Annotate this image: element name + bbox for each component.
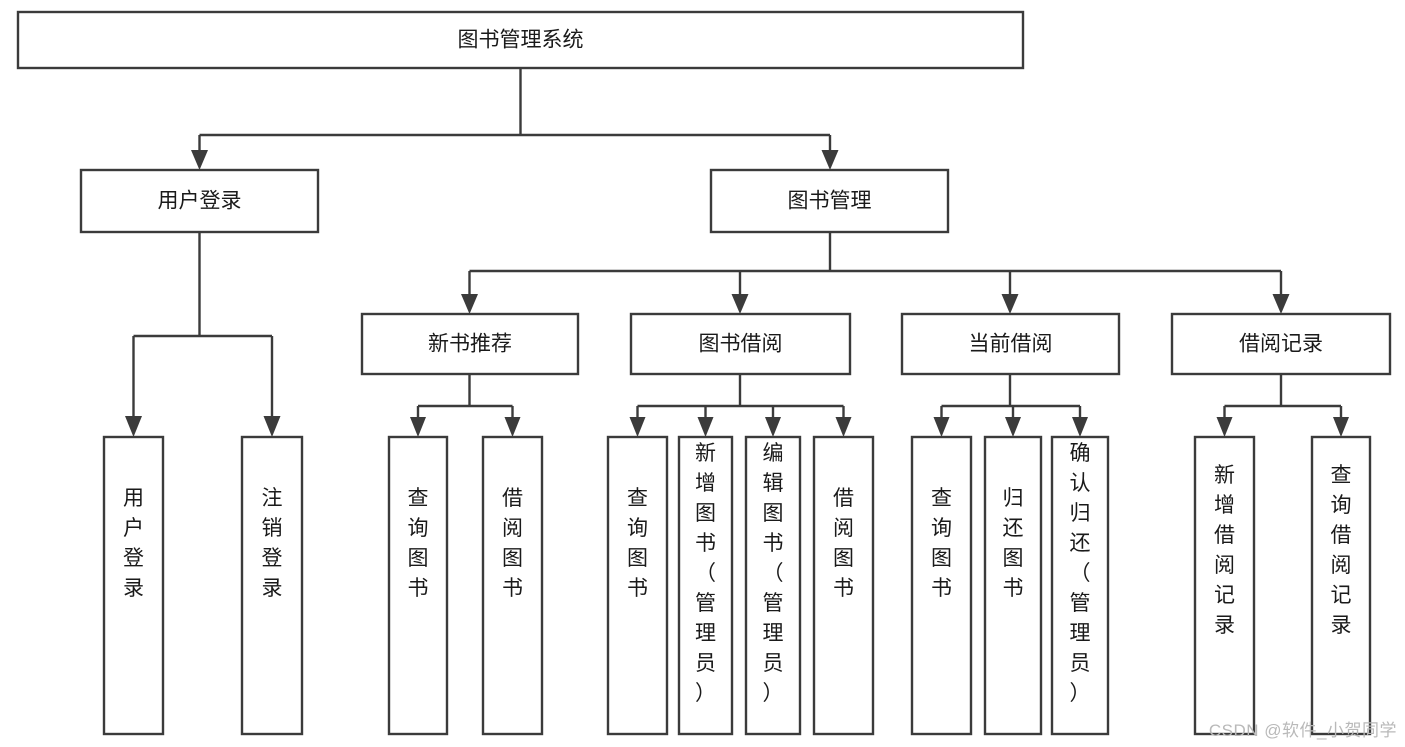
node-leaf-user-login-box <box>102 435 165 736</box>
arrow-icon-user-login <box>191 150 208 170</box>
node-leaf-query-book-rec[interactable]: 查询图书 <box>387 435 449 736</box>
arrow-icon-leaf-borrow-book-borrow <box>835 417 852 437</box>
node-leaf-return-book-label: 归还图书 <box>1003 487 1024 600</box>
node-leaf-query-book-borrow-label: 查询图书 <box>627 487 648 600</box>
node-leaf-borrow-book-rec-box <box>481 435 544 736</box>
node-user-login[interactable]: 用户登录 <box>79 168 320 234</box>
node-leaf-query-book-cur-box <box>910 435 973 736</box>
node-leaf-user-logout-box <box>240 435 304 736</box>
node-borrow-record[interactable]: 借阅记录 <box>1170 312 1392 376</box>
node-leaf-query-book-cur[interactable]: 查询图书 <box>910 435 973 736</box>
arrow-icon-leaf-query-book-rec <box>410 417 426 437</box>
node-leaf-borrow-book-rec[interactable]: 借阅图书 <box>481 435 544 736</box>
node-leaf-user-logout[interactable]: 注销登录 <box>240 435 304 736</box>
arrow-icon-leaf-edit-book-admin <box>765 417 781 437</box>
node-book-borrow[interactable]: 图书借阅 <box>629 312 852 376</box>
node-leaf-query-book-cur-label: 查询图书 <box>931 487 952 600</box>
node-leaf-add-book-admin-label: 新增图书（管理员） <box>695 442 716 705</box>
node-leaf-confirm-return-admin-label: 确认归还（管理员） <box>1070 442 1091 705</box>
node-borrow-record-box <box>1170 312 1392 376</box>
node-leaf-query-book-borrow-box <box>606 435 669 736</box>
node-leaf-return-book[interactable]: 归还图书 <box>983 435 1043 736</box>
node-leaf-add-borrow-record-box <box>1193 435 1256 736</box>
node-leaf-edit-book-admin-box <box>744 435 802 736</box>
node-new-book-recommend[interactable]: 新书推荐 <box>360 312 580 376</box>
node-root[interactable]: 图书管理系统 <box>16 10 1025 70</box>
arrow-icon-leaf-add-book-admin <box>697 417 714 437</box>
node-user-login-box <box>79 168 320 234</box>
arrow-icon-leaf-add-borrow-record <box>1216 417 1233 437</box>
node-leaf-borrow-book-borrow[interactable]: 借阅图书 <box>812 435 875 736</box>
arrow-icon-leaf-user-login <box>125 416 142 437</box>
node-leaf-user-login-label: 用户登录 <box>123 487 144 600</box>
node-leaf-edit-book-admin[interactable]: 编辑图书（管理员） <box>744 435 802 736</box>
node-borrow-record-label: 借阅记录 <box>1239 333 1323 356</box>
node-leaf-add-book-admin[interactable]: 新增图书（管理员） <box>677 435 734 736</box>
node-leaf-query-borrow-record[interactable]: 查询借阅记录 <box>1310 435 1372 736</box>
node-book-manage-label: 图书管理 <box>788 190 872 213</box>
node-leaf-add-borrow-record-label: 新增借阅记录 <box>1214 464 1235 637</box>
node-leaf-user-login[interactable]: 用户登录 <box>102 435 165 736</box>
node-leaf-confirm-return-admin[interactable]: 确认归还（管理员） <box>1050 435 1110 736</box>
node-leaf-query-borrow-record-box <box>1310 435 1372 736</box>
arrow-icon-leaf-borrow-book-rec <box>504 417 521 437</box>
node-leaf-confirm-return-admin-box <box>1050 435 1110 736</box>
arrow-icon-current-borrow <box>1001 294 1019 314</box>
arrow-icon-book-borrow <box>731 294 749 314</box>
node-book-manage-box <box>709 168 950 234</box>
node-book-borrow-box <box>629 312 852 376</box>
node-book-manage[interactable]: 图书管理 <box>709 168 950 234</box>
arrow-icon-new-book-recommend <box>461 294 478 314</box>
node-leaf-add-book-admin-box <box>677 435 734 736</box>
node-current-borrow-box <box>900 312 1121 376</box>
node-leaf-borrow-book-rec-label: 借阅图书 <box>502 487 523 600</box>
node-book-borrow-label: 图书借阅 <box>699 333 783 356</box>
node-leaf-edit-book-admin-label: 编辑图书（管理员） <box>763 442 784 705</box>
node-leaf-borrow-book-borrow-label: 借阅图书 <box>833 487 854 600</box>
node-user-login-label: 用户登录 <box>158 190 242 213</box>
arrow-icon-leaf-query-borrow-record <box>1333 417 1349 437</box>
node-leaf-query-book-borrow[interactable]: 查询图书 <box>606 435 669 736</box>
connector-layer <box>125 68 1349 437</box>
node-leaf-query-book-rec-box <box>387 435 449 736</box>
arrow-icon-leaf-confirm-return-admin <box>1072 417 1088 437</box>
arrow-icon-leaf-query-book-cur <box>933 417 950 437</box>
arrow-icon-book-manage <box>821 150 839 170</box>
node-leaf-add-borrow-record[interactable]: 新增借阅记录 <box>1193 435 1256 736</box>
node-current-borrow[interactable]: 当前借阅 <box>900 312 1121 376</box>
arrow-icon-borrow-record <box>1272 294 1290 314</box>
node-new-book-recommend-label: 新书推荐 <box>428 333 512 356</box>
node-root-label: 图书管理系统 <box>458 29 584 52</box>
node-leaf-return-book-box <box>983 435 1043 736</box>
node-leaf-borrow-book-borrow-box <box>812 435 875 736</box>
node-leaf-user-logout-label: 注销登录 <box>262 487 283 600</box>
arrow-icon-leaf-query-book-borrow <box>629 417 646 437</box>
arrow-icon-leaf-user-logout <box>263 416 281 437</box>
node-new-book-recommend-box <box>360 312 580 376</box>
node-leaf-query-borrow-record-label: 查询借阅记录 <box>1331 464 1352 637</box>
node-current-borrow-label: 当前借阅 <box>969 333 1053 356</box>
node-leaf-query-book-rec-label: 查询图书 <box>408 487 429 600</box>
node-root-box <box>16 10 1025 70</box>
arrow-icon-leaf-return-book <box>1005 417 1021 437</box>
